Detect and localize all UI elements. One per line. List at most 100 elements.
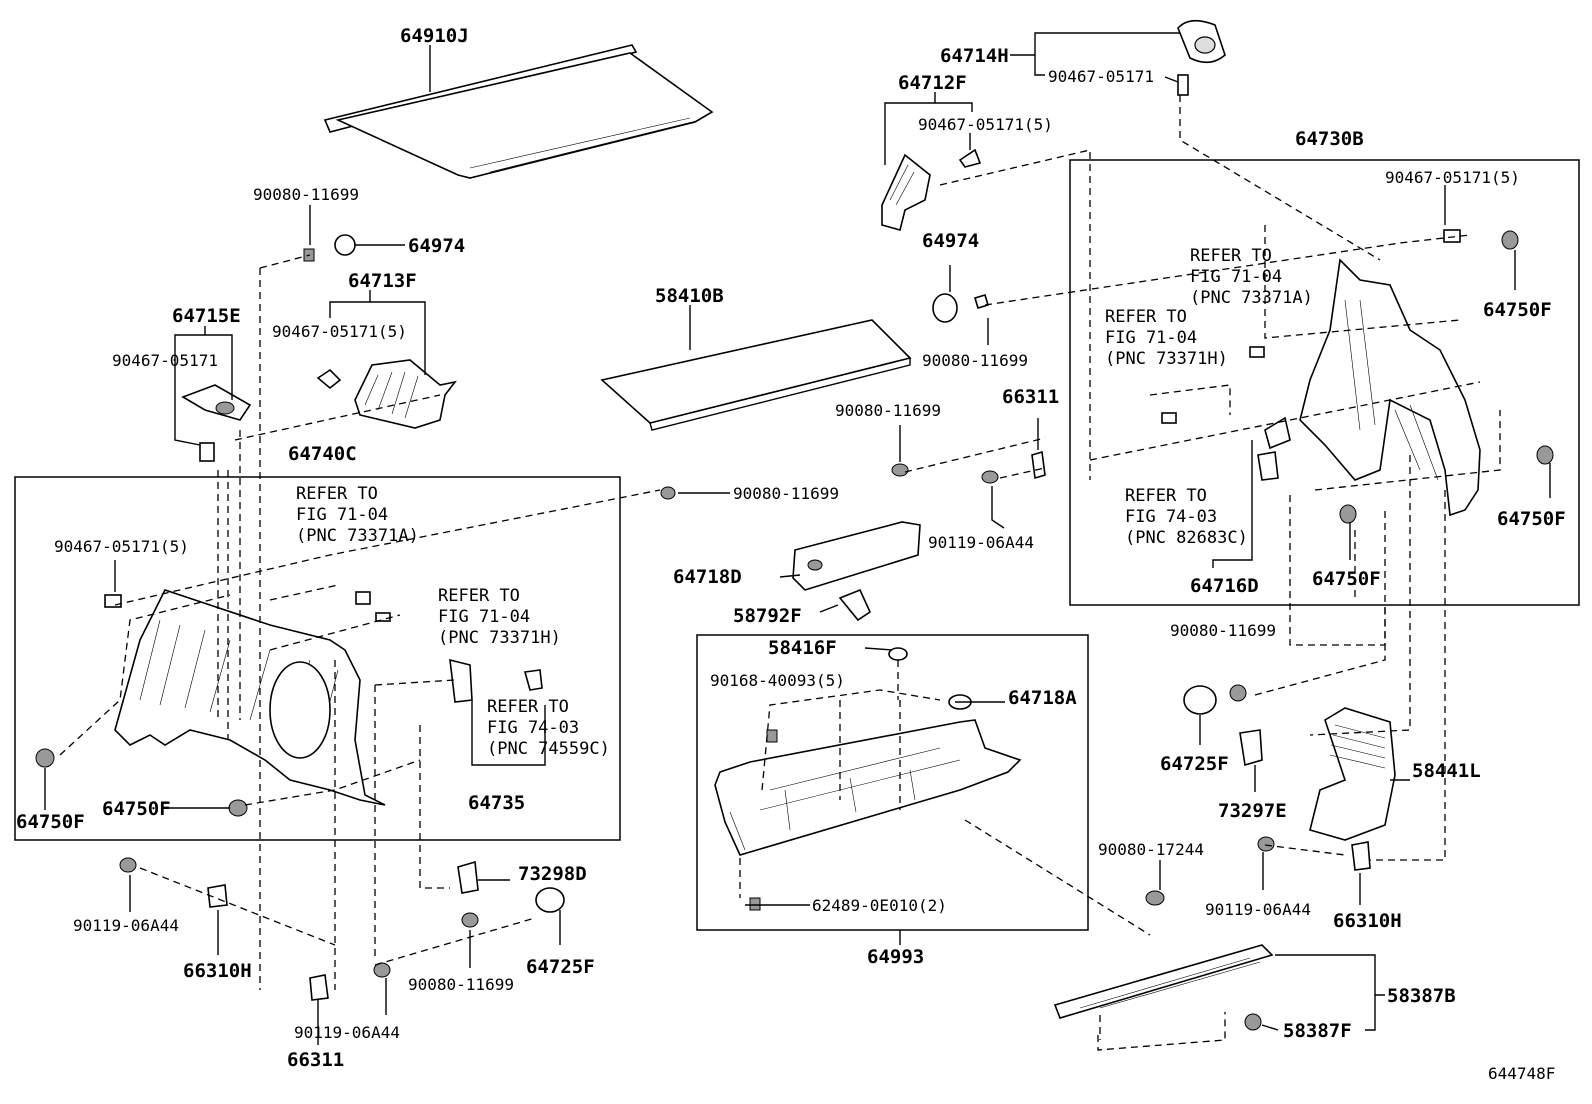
- label-64713F: 64713F: [348, 270, 417, 292]
- refer-note-r4-line1: REFER TO: [296, 484, 378, 504]
- label-90467-05171-5-a: 90467-05171(5): [918, 115, 1053, 134]
- label-58387B: 58387B: [1387, 985, 1456, 1007]
- label-64750F-e: 64750F: [16, 811, 85, 833]
- refer-note-r5-line2: FIG 71-04: [438, 607, 530, 627]
- side-bracket-part: [316, 359, 457, 429]
- label-90080-11699-f: 90080-11699: [408, 975, 514, 994]
- label-64730B: 64730B: [1295, 128, 1364, 150]
- refer-note-r2-line1: REFER TO: [1105, 307, 1187, 327]
- label-64718A: 64718A: [1008, 687, 1077, 709]
- refer-note-r1: REFER TO FIG 71-04 (PNC 73371A): [1190, 246, 1313, 308]
- diagram-id: 644748F: [1488, 1064, 1555, 1083]
- label-90467-05171-5-b: 90467-05171(5): [1385, 168, 1520, 187]
- label-64750F-b: 64750F: [1497, 508, 1566, 530]
- label-66310H-b: 66310H: [183, 960, 252, 982]
- solid-leaders: [44, 32, 1551, 1045]
- refer-note-r6: REFER TO FIG 74-03 (PNC 74559C): [487, 697, 610, 759]
- label-64735: 64735: [468, 792, 525, 814]
- label-90080-11699-b: 90080-11699: [922, 351, 1028, 370]
- refer-note-r1-line1: REFER TO: [1190, 246, 1272, 266]
- left-quarter-trim-part: [104, 589, 543, 806]
- label-90080-11699-a: 90080-11699: [253, 185, 359, 204]
- refer-note-r2-line2: FIG 71-04: [1105, 328, 1197, 348]
- label-64974-b: 64974: [922, 230, 979, 252]
- label-64725F-b: 64725F: [526, 956, 595, 978]
- refer-note-r1-line3: (PNC 73371A): [1190, 288, 1313, 308]
- label-64750F-c: 64750F: [1312, 568, 1381, 590]
- deck-board-part: [600, 319, 912, 431]
- label-90080-11699-c: 90080-11699: [835, 401, 941, 420]
- label-62489-0E010-2: 62489-0E010(2): [812, 896, 947, 915]
- scuff-plate-part: [1053, 944, 1274, 1031]
- refer-note-r6-line3: (PNC 74559C): [487, 739, 610, 759]
- retainer-part-a: [891, 450, 1046, 484]
- refer-note-r5-line3: (PNC 73371H): [438, 628, 561, 648]
- refer-note-r5-line1: REFER TO: [438, 586, 520, 606]
- group-box-64740C: [14, 476, 621, 841]
- lower-left-hardware: [35, 486, 676, 1001]
- label-64712F: 64712F: [898, 72, 967, 94]
- group-box-64993: [696, 634, 1089, 931]
- cup-holder-part: [1177, 19, 1226, 96]
- retainer-part-b: [1145, 836, 1371, 906]
- refer-note-r3-line2: FIG 74-03: [1125, 507, 1217, 527]
- refer-note-r3-line1: REFER TO: [1125, 486, 1207, 506]
- part-labels: 64910J 64714H 90467-05171 64712F 90467-0…: [16, 25, 1566, 1083]
- right-quarter-trim-part: [1161, 229, 1554, 524]
- label-90080-17244: 90080-17244: [1098, 840, 1204, 859]
- label-64740C: 64740C: [288, 443, 357, 465]
- label-64993: 64993: [867, 946, 924, 968]
- label-64974-a: 64974: [408, 235, 465, 257]
- label-90467-05171-c: 90467-05171: [112, 351, 218, 370]
- label-90080-11699-d: 90080-11699: [733, 484, 839, 503]
- label-64750F-a: 64750F: [1483, 299, 1552, 321]
- refer-note-r2: REFER TO FIG 71-04 (PNC 73371H): [1105, 307, 1228, 369]
- label-90467-05171-5-d: 90467-05171(5): [54, 537, 189, 556]
- small-bracket-part: [881, 148, 982, 231]
- label-64750F-d: 64750F: [102, 798, 171, 820]
- trim-panel-part: [792, 521, 921, 591]
- dashed-leaders: [59, 95, 1501, 1051]
- label-58792F: 58792F: [733, 605, 802, 627]
- refer-note-r4-line2: FIG 71-04: [296, 505, 388, 525]
- refer-note-r5: REFER TO FIG 71-04 (PNC 73371H): [438, 586, 561, 648]
- label-58387F: 58387F: [1283, 1020, 1352, 1042]
- refer-note-r6-line1: REFER TO: [487, 697, 569, 717]
- label-66311-a: 66311: [1002, 386, 1059, 408]
- refer-note-r4-line3: (PNC 73371A): [296, 526, 419, 546]
- label-58441L: 58441L: [1412, 760, 1481, 782]
- refer-note-r2-line3: (PNC 73371H): [1105, 349, 1228, 369]
- refer-note-r3: REFER TO FIG 74-03 (PNC 82683C): [1125, 486, 1248, 548]
- label-64910J: 64910J: [400, 25, 469, 47]
- refer-note-r6-line2: FIG 74-03: [487, 718, 579, 738]
- label-58416F: 58416F: [768, 637, 837, 659]
- small-clip-part: [838, 588, 872, 622]
- tonneau-cover-part: [323, 44, 714, 179]
- clip-part-73297E: [1239, 729, 1263, 767]
- label-64725F-a: 64725F: [1160, 753, 1229, 775]
- label-73297E: 73297E: [1218, 800, 1287, 822]
- label-66311-b: 66311: [287, 1049, 344, 1071]
- label-64714H: 64714H: [940, 45, 1009, 67]
- label-90168-40093-5: 90168-40093(5): [710, 671, 845, 690]
- label-90119-06A44-b: 90119-06A44: [1205, 900, 1311, 919]
- label-90080-11699-e: 90080-11699: [1170, 621, 1276, 640]
- plug-part-a: [1183, 684, 1247, 715]
- label-90119-06A44-d: 90119-06A44: [294, 1023, 400, 1042]
- label-90467-05171-top: 90467-05171: [1048, 67, 1154, 86]
- label-90467-05171-5-c: 90467-05171(5): [272, 322, 407, 341]
- label-73298D: 73298D: [518, 863, 587, 885]
- cover-panel-part: [1309, 707, 1396, 841]
- label-66310H-a: 66310H: [1333, 910, 1402, 932]
- luggage-tray-part: [714, 647, 1022, 911]
- cap-part-a: [303, 234, 356, 262]
- label-90119-06A44-a: 90119-06A44: [928, 533, 1034, 552]
- group-box-64730B: [1069, 159, 1580, 606]
- label-64716D: 64716D: [1190, 575, 1259, 597]
- label-58410B: 58410B: [655, 285, 724, 307]
- side-cup-holder-part: [181, 384, 252, 462]
- cap-part-b: [932, 293, 989, 323]
- refer-note-r3-line3: (PNC 82683C): [1125, 528, 1248, 548]
- label-90119-06A44-c: 90119-06A44: [73, 916, 179, 935]
